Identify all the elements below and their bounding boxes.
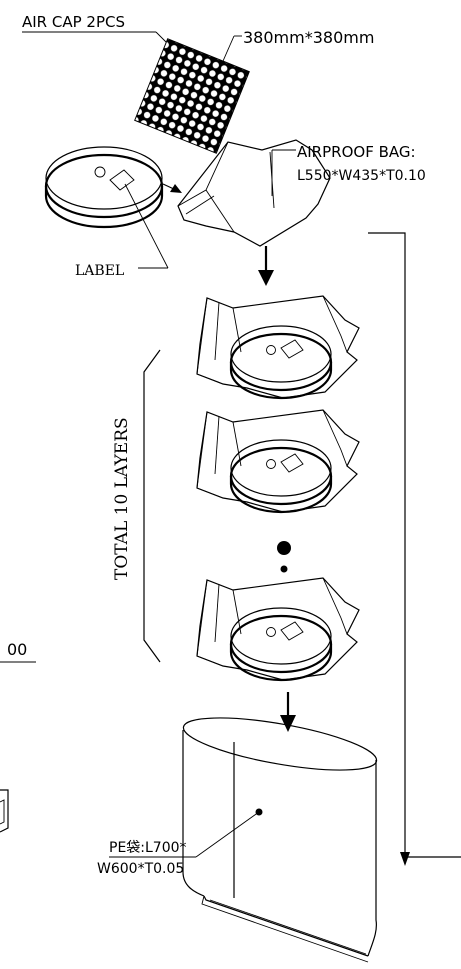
bagged-reel-2 <box>195 408 361 514</box>
air-cap-size-label: 380mm*380mm <box>243 28 374 47</box>
bag-icon <box>177 139 331 247</box>
partial-number: 00 <box>7 640 27 659</box>
arrow-down-icon <box>400 852 410 866</box>
arrow-down-icon <box>258 270 274 286</box>
arrow-down-icon <box>280 715 296 732</box>
arrow-right-icon <box>170 184 182 193</box>
tape-reel-icon <box>44 146 164 229</box>
airproof-bag-size: L550*W435*T0.10 <box>297 168 426 184</box>
bagged-reel-1 <box>195 294 361 400</box>
bagged-reel-10 <box>195 576 361 682</box>
pe-bag-label-line2: W600*T0.05 <box>97 861 184 877</box>
air-cap-label: AIR CAP 2PCS <box>22 13 125 31</box>
total-layers-label: TOTAL 10 LAYERS <box>112 417 132 580</box>
ellipsis-dot <box>277 541 291 555</box>
label-callout: LABEL <box>75 263 124 279</box>
airproof-bag-label: AIRPROOF BAG: <box>297 143 416 161</box>
pe-bag-icon <box>182 717 378 963</box>
bubble-wrap-icon <box>134 38 250 154</box>
label-square-icon <box>109 169 135 191</box>
ellipsis-dot <box>280 565 288 573</box>
pe-bag-label-line1: PE袋:L700* <box>109 840 187 856</box>
